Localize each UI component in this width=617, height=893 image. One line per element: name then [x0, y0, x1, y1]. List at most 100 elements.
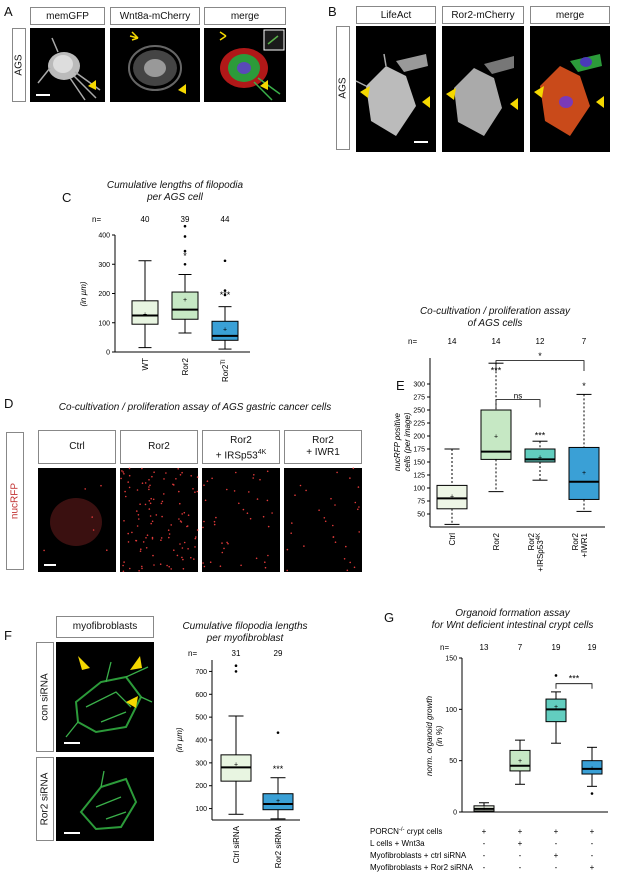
panel-letter-f: F — [4, 628, 12, 643]
panel-a-side-label: AGS — [12, 28, 26, 102]
panel-d-nucleus — [175, 478, 177, 480]
panel-d-nucleus — [128, 474, 131, 477]
panel-e-ytick-label: 300 — [413, 382, 425, 389]
panel-d-nucleus — [161, 515, 163, 518]
panel-d-nucleus — [145, 537, 147, 539]
panel-d-nucleus — [92, 529, 95, 531]
panel-g-condition-mark: - — [519, 851, 522, 860]
panel-b-side-label: AGS — [336, 26, 350, 150]
panel-e-category-label: Ror2 — [492, 532, 501, 550]
panel-d-nucleus — [206, 480, 209, 482]
panel-d-title: Co-cultivation / proliferation assay of … — [58, 402, 332, 413]
panel-d-nucleus — [194, 537, 197, 540]
panel-g-mean-marker: + — [590, 765, 594, 772]
panel-d-nucleus — [193, 558, 195, 560]
panel-g-condition-mark: - — [519, 863, 522, 872]
panel-e-bracket-ns — [495, 399, 541, 408]
panel-g-n-label: n= — [440, 643, 449, 652]
panel-c-mean-marker: + — [223, 327, 227, 334]
panel-e-ytick-label: 100 — [413, 486, 425, 493]
panel-d-nucleus — [266, 470, 269, 473]
panel-d-nucleus — [123, 520, 125, 522]
panel-d-nucleus — [291, 522, 293, 524]
panel-d-label-sup: 4K — [257, 449, 267, 456]
panel-letter-a: A — [4, 4, 13, 19]
panel-d-nucleus — [213, 523, 216, 526]
panel-d-nucleus — [161, 500, 164, 503]
panel-d-nucleus — [215, 516, 217, 519]
panel-a-image-merge — [204, 28, 286, 102]
panel-d-nucleus — [142, 541, 145, 543]
panel-g-ylabel-line1: norm. organoid growth — [425, 695, 434, 776]
panel-e-sig-bracket: * — [538, 351, 542, 361]
panel-d-nucleus — [202, 562, 204, 564]
panel-d-nucleus — [166, 564, 168, 567]
panel-c-ytick-label: 400 — [98, 233, 110, 240]
panel-d-nucleus — [227, 542, 229, 545]
panel-f-ytick-label: 100 — [195, 806, 207, 813]
panel-d-label-line2: + IRSp534K — [215, 449, 267, 462]
panel-d-nucleus — [271, 512, 273, 514]
panel-d-nucleus — [211, 477, 213, 480]
panel-f-box — [262, 793, 294, 811]
panel-d-nucleus — [330, 497, 332, 500]
panel-d-nucleus — [358, 531, 360, 533]
panel-c-mean-marker: + — [183, 297, 187, 304]
panel-d-nucleus — [336, 471, 338, 474]
panel-d-nucleus — [179, 474, 182, 476]
panel-letter-c: C — [62, 190, 72, 205]
panel-e-n-value: 14 — [492, 337, 501, 346]
panel-a-label-wnt8a: Wnt8a-mCherry — [110, 7, 200, 25]
panel-d-nucleus — [226, 488, 228, 491]
panel-d-nucleus — [238, 502, 240, 505]
panel-d-nucleus — [177, 468, 179, 470]
panel-g-condition-label: Myofibroblasts + Ror2 siRNA — [370, 863, 474, 872]
panel-d-scale-bar — [44, 564, 56, 566]
panel-f-outlier — [234, 664, 238, 668]
panel-d-nucleus — [255, 557, 258, 560]
panel-d-nucleus — [345, 545, 347, 548]
panel-d-nucleus — [221, 542, 223, 544]
panel-c-category-label: Ror2TI — [221, 359, 230, 382]
panel-d-nucleus — [141, 482, 144, 484]
panel-e-box — [436, 484, 468, 510]
panel-d-nucleus — [202, 526, 204, 529]
panel-d-nucleus — [194, 491, 196, 493]
panel-d-nucleus — [140, 548, 142, 550]
panel-e-category-label: Ror2 — [571, 532, 580, 550]
panel-g-condition-mark: + — [518, 827, 523, 836]
panel-c-outlier — [223, 289, 227, 292]
panel-g-bracket — [555, 683, 593, 689]
panel-d-nucleus — [332, 524, 334, 527]
panel-c-n-value: 39 — [181, 215, 190, 224]
panel-d-nucleus — [349, 477, 351, 479]
panel-d-nucleus — [182, 558, 184, 561]
panel-c-outlier — [223, 293, 227, 297]
panel-g-outlier — [554, 674, 558, 677]
panel-e-ytick-label: 50 — [417, 512, 425, 519]
panel-d-nucleus — [253, 474, 255, 476]
panel-d-nucleus — [135, 539, 137, 542]
panel-d-nucleus — [127, 481, 129, 483]
panel-d-nucleus — [163, 478, 165, 480]
panel-d-label-line1: Ctrl — [69, 441, 85, 452]
panel-f-sig: *** — [273, 764, 284, 774]
panel-d-nucleus — [187, 514, 190, 516]
panel-c-ytick-label: 100 — [98, 320, 110, 327]
panel-e-ytick-label: 225 — [413, 421, 425, 428]
panel-c-ytick-label: 0 — [106, 350, 110, 357]
panel-f-image-con — [56, 642, 154, 752]
panel-c-category-label: WT — [141, 358, 150, 371]
panel-d-nucleus — [122, 564, 124, 567]
panel-f-ytick-label: 500 — [195, 715, 207, 722]
panel-d-nucleus — [267, 554, 269, 557]
panel-letter-g: G — [384, 610, 395, 625]
panel-d-nucleus — [173, 549, 175, 551]
panel-b-label-ror2: Ror2-mCherry — [442, 6, 524, 24]
panel-f-mean-marker: + — [234, 762, 238, 769]
